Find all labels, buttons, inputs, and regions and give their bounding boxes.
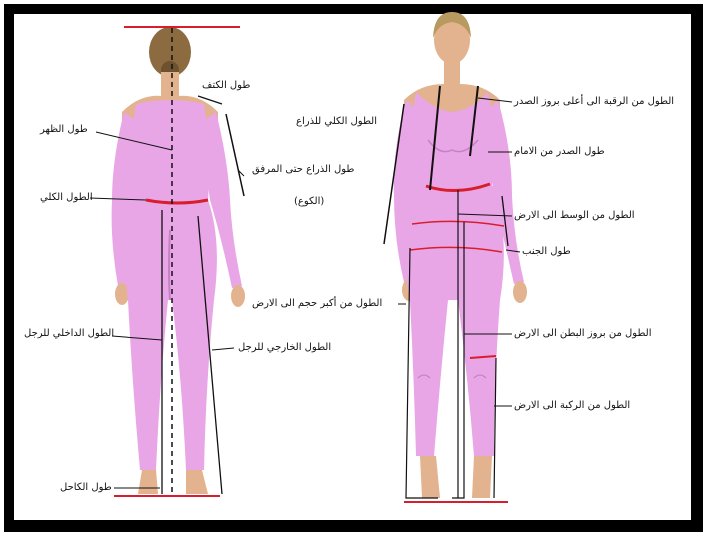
label-shoulder-length: طول الكتف (202, 80, 250, 92)
label-neck-to-bust: الطول من الرقبة الى أعلى بروز الصدر (514, 96, 674, 108)
label-side-length: طول الجنب (522, 246, 571, 258)
label-heel-length: طول الكاحل (60, 482, 112, 494)
front-legs (405, 186, 504, 456)
label-belly-to-floor: الطول من بروز البطن الى الارض (514, 328, 652, 340)
label-elbow: (الكوع) (294, 196, 324, 208)
label-outer-leg: الطول الخارجي للرجل (238, 342, 331, 354)
label-inner-leg: الطول الداخلي للرجل (24, 328, 114, 340)
label-hip-to-floor: الطول من أكبر حجم الى الارض (252, 298, 382, 310)
label-arm-to-elbow: طول الذراع حتى المرفق (252, 164, 354, 176)
back-figure (90, 27, 245, 496)
label-total-length: الطول الكلي (40, 192, 93, 204)
label-back-length: طول الظهر (40, 124, 88, 136)
label-total-arm: الطول الكلي للذراع (296, 116, 377, 128)
label-knee-to-floor: الطول من الركبة الى الارض (514, 400, 630, 412)
label-front-chest: طول الصدر من الامام (514, 146, 605, 158)
back-legs (125, 200, 217, 470)
label-waist-to-floor: الطول من الوسط الى الارض (514, 210, 635, 222)
front-figure (384, 12, 527, 502)
